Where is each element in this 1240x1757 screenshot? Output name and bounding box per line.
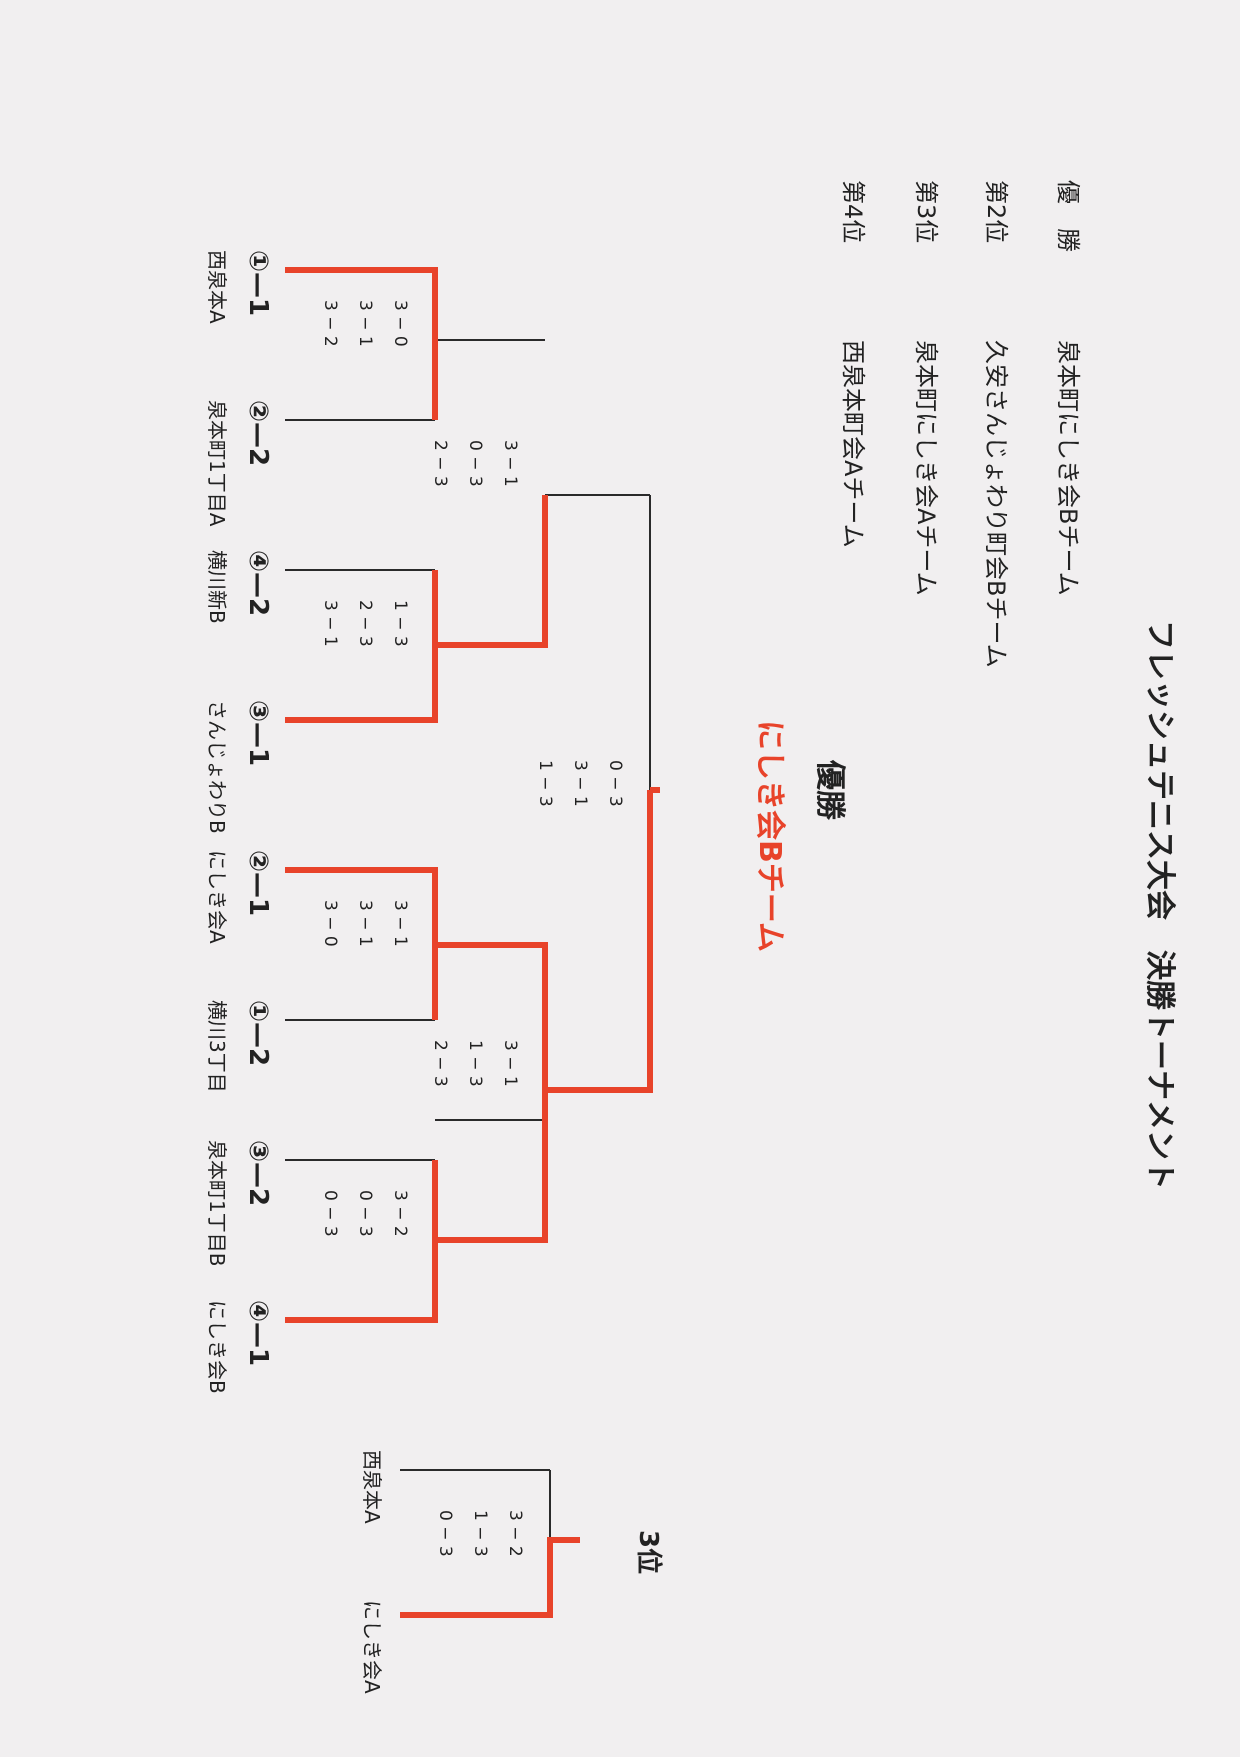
seed-t5: ②—1	[243, 850, 273, 916]
seed-t2: ②—2	[243, 400, 273, 466]
score-final-1: 0 − 3	[605, 760, 625, 807]
seed-t1: ①—1	[243, 250, 273, 316]
standing-team-1: 泉本町にしき会Bチーム	[1054, 340, 1082, 596]
score-final: 0 − 3 3 − 1 1 − 3	[535, 760, 625, 807]
standing-place-2: 第2位	[982, 180, 1010, 243]
team-t6: 横川3丁目	[205, 1000, 229, 1093]
seed-t8: ④—1	[243, 1300, 273, 1366]
standing-team-4: 西泉本町会Aチーム	[839, 340, 867, 548]
bracket-lines	[285, 339, 651, 1540]
seed-t3: ④—2	[243, 550, 273, 616]
score-r1c-1: 3 − 1	[390, 900, 410, 947]
seed-t7: ③—2	[243, 1140, 273, 1206]
standing-place-3: 第3位	[912, 180, 940, 243]
score-third-3: 0 − 3	[435, 1510, 455, 1557]
team-t1: 西泉本A	[205, 250, 229, 324]
page-title: フレッシュテニス大会 決勝トーナメント	[1142, 620, 1177, 1190]
score-sfB-1: 3 − 1	[500, 1040, 520, 1087]
team-t7: 泉本町1丁目B	[205, 1140, 229, 1266]
score-r1a-1: 3 − 0	[390, 300, 410, 347]
score-sfB: 3 − 1 1 − 3 2 − 3	[430, 1040, 520, 1087]
seed-t6: ①—2	[243, 1000, 273, 1066]
champion-name: にしき会Bチーム	[752, 720, 787, 952]
score-r1d-2: 0 − 3	[355, 1190, 375, 1237]
r1a-winner-path	[285, 267, 438, 340]
score-r1a-2: 3 − 1	[355, 300, 375, 347]
standing-team-3: 泉本町にしき会Aチーム	[912, 340, 940, 596]
score-final-3: 1 − 3	[535, 760, 555, 807]
team-t5: にしき会A	[205, 850, 229, 944]
third-team-b: にしき会A	[360, 1600, 384, 1694]
score-sfA-2: 0 − 3	[465, 440, 485, 487]
score-sfA-1: 3 − 1	[500, 440, 520, 487]
final-winner-path	[545, 790, 653, 1093]
score-final-2: 3 − 1	[570, 760, 590, 807]
sfB-winner-path	[435, 1090, 548, 1243]
r1c-winner-path	[285, 867, 438, 945]
score-r1d: 3 − 2 0 − 3 0 − 3	[320, 1190, 410, 1237]
r1b-winner-path	[285, 645, 438, 723]
score-sfA-3: 2 − 3	[430, 440, 450, 487]
score-sfB-2: 1 − 3	[465, 1040, 485, 1087]
team-labels: ①—1 西泉本A ②—2 泉本町1丁目A ④—2 横川新B ③—1 さんじょわり…	[205, 250, 273, 1394]
third-winner-path	[400, 1537, 580, 1618]
score-r1a-3: 3 − 2	[320, 300, 340, 347]
sfA-winner-path	[435, 495, 548, 648]
score-sfA: 3 − 1 0 − 3 2 − 3	[430, 440, 520, 487]
seed-t4: ③—1	[243, 700, 273, 766]
score-third: 3 − 2 1 − 3 0 − 3	[435, 1510, 525, 1557]
score-r1b-2: 2 − 3	[355, 600, 375, 647]
score-r1c: 3 − 1 3 − 1 3 − 0	[320, 900, 410, 947]
team-t3: 横川新B	[205, 550, 229, 624]
standings-list: 優 勝 泉本町にしき会Bチーム 第2位 久安さんじょわり町会Bチーム 第3位 泉…	[839, 180, 1082, 668]
score-r1b: 1 − 3 2 − 3 3 − 1	[320, 600, 410, 647]
third-team-a: 西泉本A	[360, 1450, 384, 1524]
standing-place-1: 優 勝	[1054, 180, 1082, 252]
third-heading: 3位	[633, 1530, 664, 1574]
standing-team-2: 久安さんじょわり町会Bチーム	[982, 340, 1010, 668]
score-r1c-2: 3 − 1	[355, 900, 375, 947]
winner-lines	[285, 267, 660, 1618]
standing-place-4: 第4位	[839, 180, 867, 243]
score-sfB-3: 2 − 3	[430, 1040, 450, 1087]
team-t2: 泉本町1丁目A	[205, 400, 229, 527]
score-r1b-3: 3 − 1	[320, 600, 340, 647]
champion-heading: 優勝	[812, 759, 847, 821]
score-groups: 3 − 0 3 − 1 3 − 2 1 − 3 2 − 3 3 − 1 3 − …	[320, 300, 625, 1557]
team-t8: にしき会B	[205, 1300, 229, 1394]
score-r1d-3: 0 − 3	[320, 1190, 340, 1237]
score-third-2: 1 − 3	[470, 1510, 490, 1557]
score-r1a: 3 − 0 3 − 1 3 − 2	[320, 300, 410, 347]
score-r1b-1: 1 − 3	[390, 600, 410, 647]
score-r1d-1: 3 − 2	[390, 1190, 410, 1237]
team-t4: さんじょわりB	[205, 700, 229, 834]
score-third-1: 3 − 2	[505, 1510, 525, 1557]
r1d-winner-path	[285, 1240, 438, 1323]
score-r1c-3: 3 − 0	[320, 900, 340, 947]
sfB-join	[435, 942, 548, 1120]
